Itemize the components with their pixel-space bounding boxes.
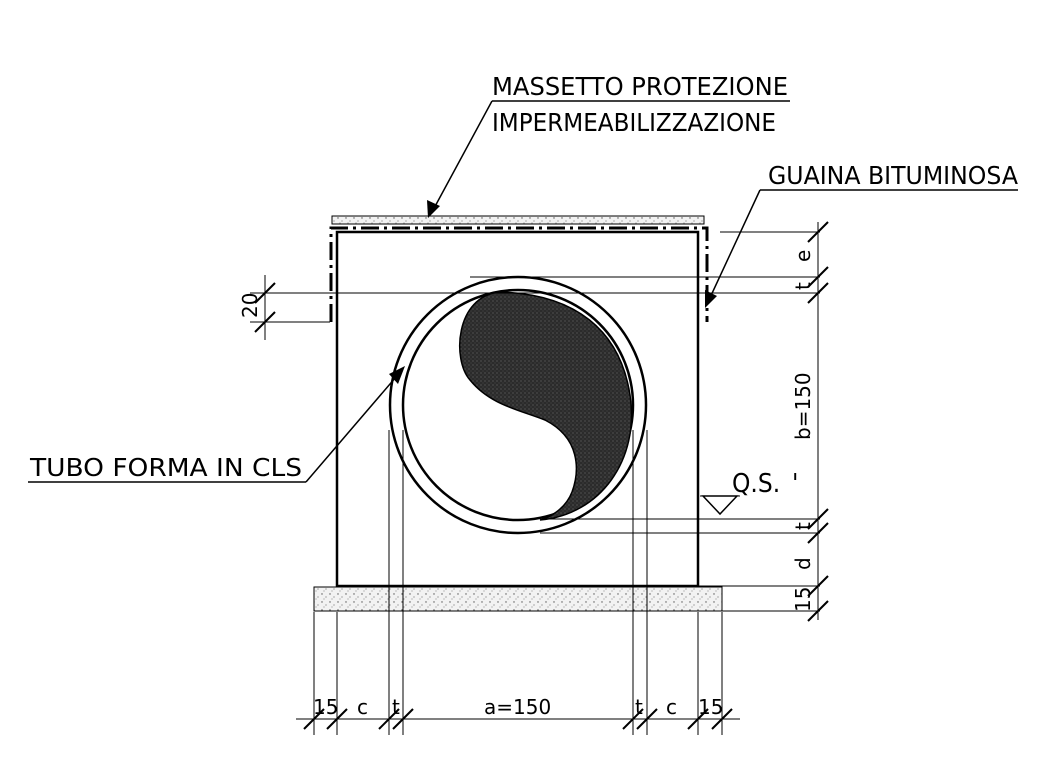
- foundation-slab: [313, 586, 723, 612]
- label-qs: Q.S.: [732, 469, 780, 499]
- dim-right-t-bottom: t: [791, 522, 815, 530]
- dim-bottom-t-right: t: [635, 695, 643, 719]
- dim-bottom-15-right: 15: [698, 695, 723, 719]
- dim-right-t-top: t: [791, 282, 815, 290]
- dim-bottom-c-right: c: [666, 695, 677, 719]
- dim-bottom-15-left: 15: [313, 695, 338, 719]
- arrow-guaina: [705, 290, 717, 308]
- dim-right-b: b=150: [791, 372, 815, 440]
- dim-right-d: d: [791, 557, 815, 570]
- hatched-fill: [459, 291, 633, 521]
- dim-bottom-t-left: t: [392, 695, 400, 719]
- dim-bottom-a: a=150: [484, 695, 551, 719]
- protection-screed: [331, 215, 705, 225]
- label-guaina: GUAINA BITUMINOSA: [768, 161, 1019, 190]
- arrow-massetto: [427, 200, 440, 218]
- dim-left-20: 20: [238, 293, 262, 318]
- label-massetto-line2: IMPERMEABILIZZAZIONE: [492, 108, 776, 137]
- label-massetto-line1: MASSETTO PROTEZIONE: [492, 72, 788, 101]
- dim-bottom-c-left: c: [357, 695, 368, 719]
- box-structure: [335, 230, 700, 588]
- arrow-tubo: [389, 366, 405, 384]
- waterproofing-membrane: [329, 226, 709, 322]
- pipe-inner-circle: [401, 288, 635, 522]
- dim-right-15: 15: [791, 587, 815, 612]
- dim-right-e: e: [791, 250, 815, 262]
- label-tubo: TUBO FORMA IN CLS: [29, 453, 302, 482]
- label-qs-mark: ': [792, 469, 798, 499]
